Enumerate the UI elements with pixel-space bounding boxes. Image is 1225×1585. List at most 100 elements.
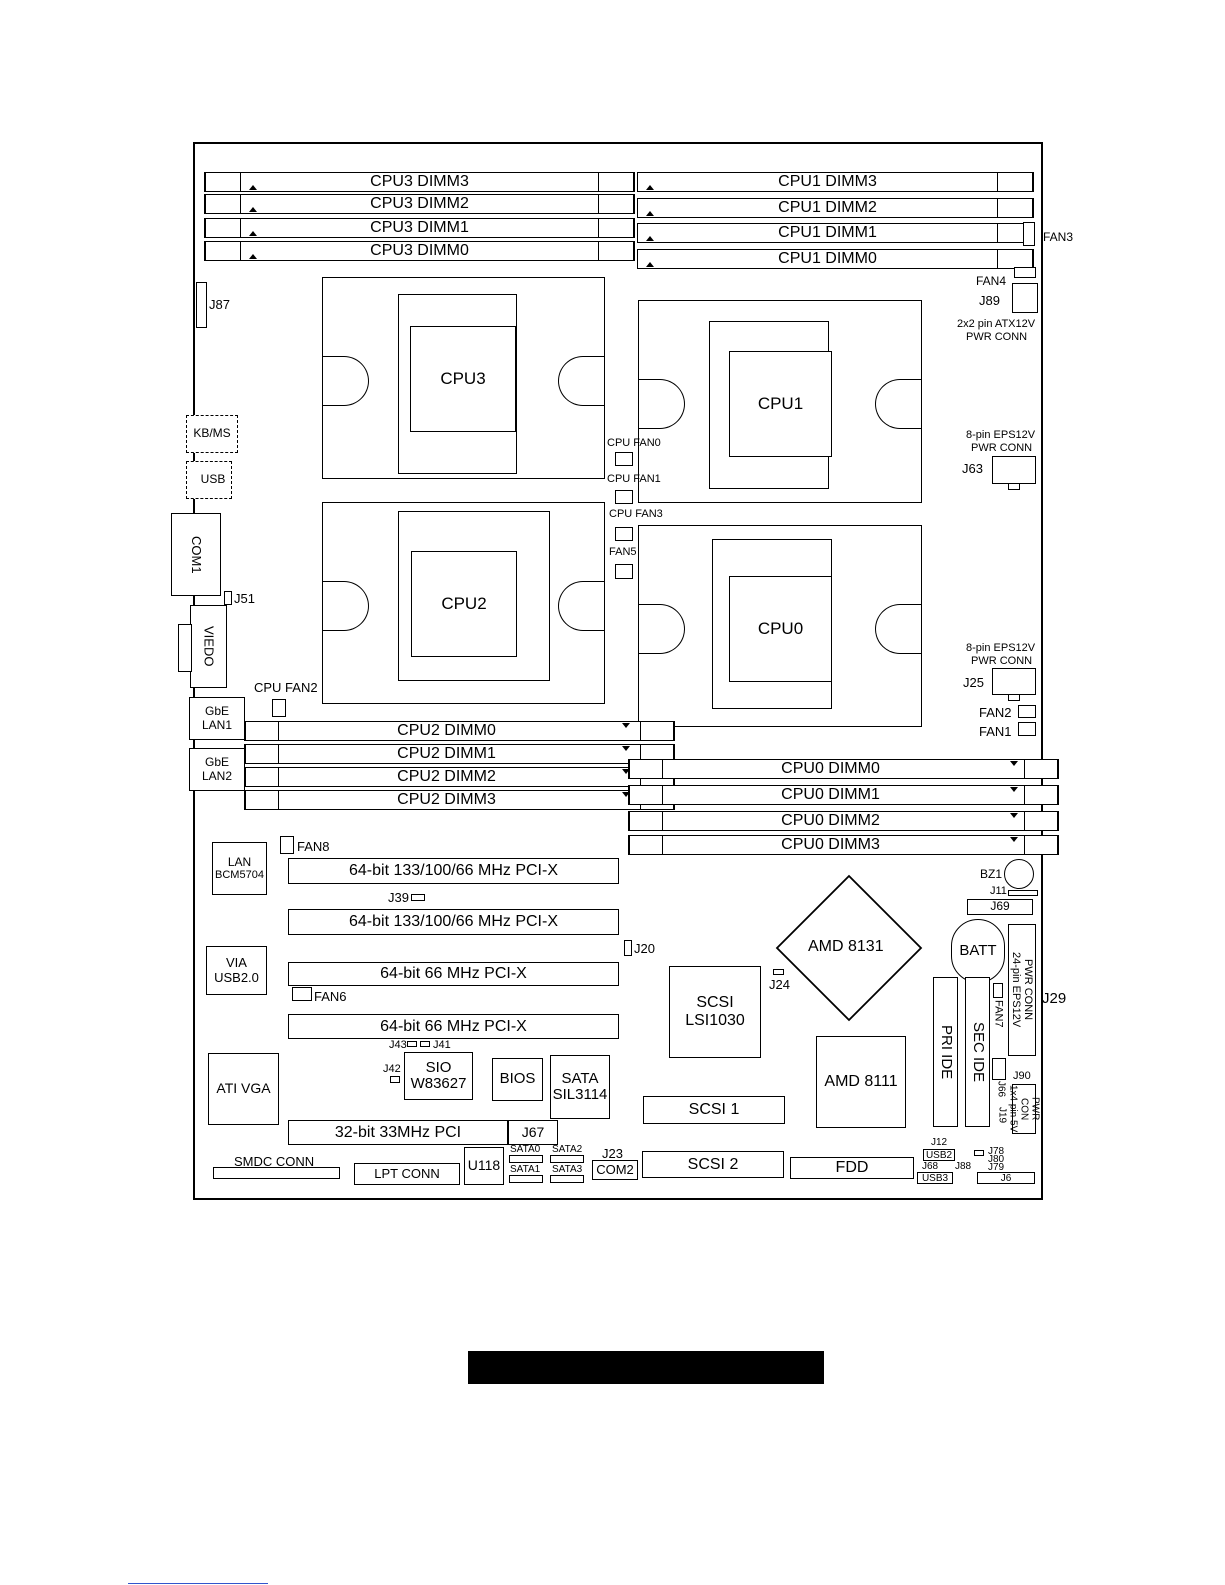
j63-connector	[992, 456, 1036, 484]
atx12v-4pin-label-1: 2x2 pin ATX12V	[957, 318, 1036, 330]
cpu2-label: CPU2	[441, 594, 487, 613]
sata-chip-label-2: SIL3114	[552, 1086, 608, 1103]
amd8111-label: AMD 8111	[824, 1073, 898, 1091]
video-label: VIEDO	[201, 626, 217, 667]
dimm-label: CPU2 DIMM0	[397, 722, 496, 739]
cpu0-dimm0-slot: CPU0 DIMM0	[628, 759, 1059, 779]
dimm-label: CPU1 DIMM3	[778, 173, 877, 190]
fan8-header	[280, 836, 294, 854]
fan6-header	[292, 987, 312, 1001]
pwr-5v-label-2: PWR CON	[1018, 1097, 1041, 1121]
cpu1-die: CPU1	[729, 351, 832, 457]
fan6-label: FAN6	[314, 989, 347, 1004]
bz1-label: BZ1	[980, 867, 1003, 881]
j42-header	[390, 1076, 400, 1083]
pwr-5v-4pin-connector: 1x4 pin 5V PWR CON	[1008, 1084, 1041, 1134]
j67-header: J67	[508, 1120, 558, 1145]
scsi-chip-label-2: LSI1030	[685, 1012, 745, 1029]
dimm-label: CPU1 DIMM1	[778, 224, 877, 241]
cpu3-label: CPU3	[440, 369, 486, 388]
pcix-slot-3-label: 64-bit 66 MHz PCI-X	[380, 965, 527, 983]
dimm-label: CPU0 DIMM3	[781, 836, 880, 853]
dimm-label: CPU0 DIMM0	[781, 760, 880, 777]
fan3-header	[1023, 222, 1035, 246]
cpu3-dimm0-slot: CPU3 DIMM0	[204, 241, 635, 261]
sio-w83627-chip: SIO W83627	[404, 1052, 473, 1100]
fan8-label: FAN8	[297, 839, 330, 854]
via-chip-label-2: USB2.0	[214, 969, 259, 985]
dimm-label: CPU0 DIMM2	[781, 812, 880, 829]
j87-header	[196, 282, 207, 328]
cpu0-dimm3-slot: CPU0 DIMM3	[628, 835, 1059, 855]
pci-slot-label: 32-bit 33MHz PCI	[334, 1123, 462, 1141]
dimm-label: CPU1 DIMM2	[778, 199, 877, 216]
sata1-label: SATA1	[510, 1164, 541, 1175]
eps12v-8pin-b-label-1: 8-pin EPS12V	[966, 642, 1036, 654]
cpu1-dimm3-slot: CPU1 DIMM3	[637, 172, 1034, 192]
ati-vga-label: ATI VGA	[216, 1080, 271, 1097]
j66-header	[992, 1058, 1006, 1080]
pri-ide-connector: PRI IDE	[933, 977, 958, 1127]
via-chip-label-1: VIA	[226, 955, 247, 971]
fan3-label: FAN3	[1043, 230, 1074, 244]
pwr-5v-label-1: 1x4 pin 5V	[1007, 1085, 1019, 1133]
lan-bcm5704-chip: LAN BCM5704	[212, 842, 267, 895]
cpu1-label: CPU1	[757, 394, 804, 413]
j29-label: J29	[1042, 990, 1067, 1007]
battery-label: BATT	[959, 941, 997, 959]
cpu-fan0-header	[615, 452, 633, 466]
j51-label: J51	[234, 591, 255, 606]
j69-header: J69	[967, 899, 1033, 915]
j89-label: J89	[979, 293, 1000, 308]
cpu3-dimm1-slot: CPU3 DIMM1	[204, 218, 635, 238]
cpu-fan1-label: CPU FAN1	[607, 473, 661, 485]
amd8111-chip: AMD 8111	[816, 1036, 906, 1128]
redaction-bar	[468, 1351, 824, 1384]
smdc-label: SMDC CONN	[234, 1154, 315, 1169]
com2-connector: COM2	[592, 1160, 638, 1180]
cpu-fan2-label: CPU FAN2	[254, 680, 318, 695]
j6-label: J6	[1000, 1172, 1012, 1184]
dimm-label: CPU1 DIMM0	[778, 250, 877, 267]
fan1-label: FAN1	[979, 724, 1012, 739]
atx-24pin-label-2: PWR CONN	[1022, 959, 1035, 1021]
j24-header	[773, 969, 784, 975]
battery: BATT	[951, 919, 1005, 983]
u118-label: U118	[467, 1157, 501, 1174]
cpu2-dimm1-slot: CPU2 DIMM1	[244, 744, 675, 764]
j42-label: J42	[383, 1063, 401, 1075]
j43-label: J43	[389, 1039, 407, 1051]
video-port: VIEDO	[190, 605, 227, 688]
j69-label: J69	[990, 899, 1010, 914]
com1-port: COM1	[171, 513, 221, 596]
eps12v-8pin-a-label-1: 8-pin EPS12V	[966, 429, 1036, 441]
sata3-label: SATA3	[552, 1164, 583, 1175]
smdc-connector	[213, 1167, 340, 1179]
j11-header	[1008, 890, 1038, 896]
fan7-header	[993, 983, 1003, 998]
buzzer-bz1	[1004, 859, 1034, 889]
usb-label: USB	[200, 472, 226, 487]
lpt-connector: LPT CONN	[354, 1163, 460, 1185]
fan5-header	[615, 564, 633, 579]
j78-header	[974, 1150, 984, 1156]
cpu2-die: CPU2	[411, 551, 517, 657]
j20-label: J20	[634, 941, 655, 956]
lan-chip-label-2: BCM5704	[215, 869, 264, 882]
pri-ide-label: PRI IDE	[937, 1024, 955, 1080]
u118-chip: U118	[464, 1147, 504, 1185]
j78-label: J78	[988, 1146, 1005, 1157]
cpu-fan3-label: CPU FAN3	[609, 508, 663, 520]
dimm-label: CPU0 DIMM1	[781, 786, 880, 803]
cpu-fan3-header	[615, 527, 633, 541]
atx-24pin-connector: 24-pin EPS12V PWR CONN	[1008, 924, 1036, 1056]
cpu0-die: CPU0	[729, 576, 832, 682]
dimm-label: CPU2 DIMM1	[397, 745, 496, 762]
j25-latch	[1008, 694, 1020, 701]
cpu0-dimm2-slot: CPU0 DIMM2	[628, 811, 1059, 831]
amd8131-label: AMD 8131	[808, 938, 884, 955]
sata-chip-label-1: SATA	[561, 1069, 599, 1087]
gbe-lan1-label-1: GbE	[204, 704, 229, 719]
cpu1-socket: CPU1	[638, 300, 922, 503]
cpu0-dimm1-slot: CPU0 DIMM1	[628, 785, 1059, 805]
